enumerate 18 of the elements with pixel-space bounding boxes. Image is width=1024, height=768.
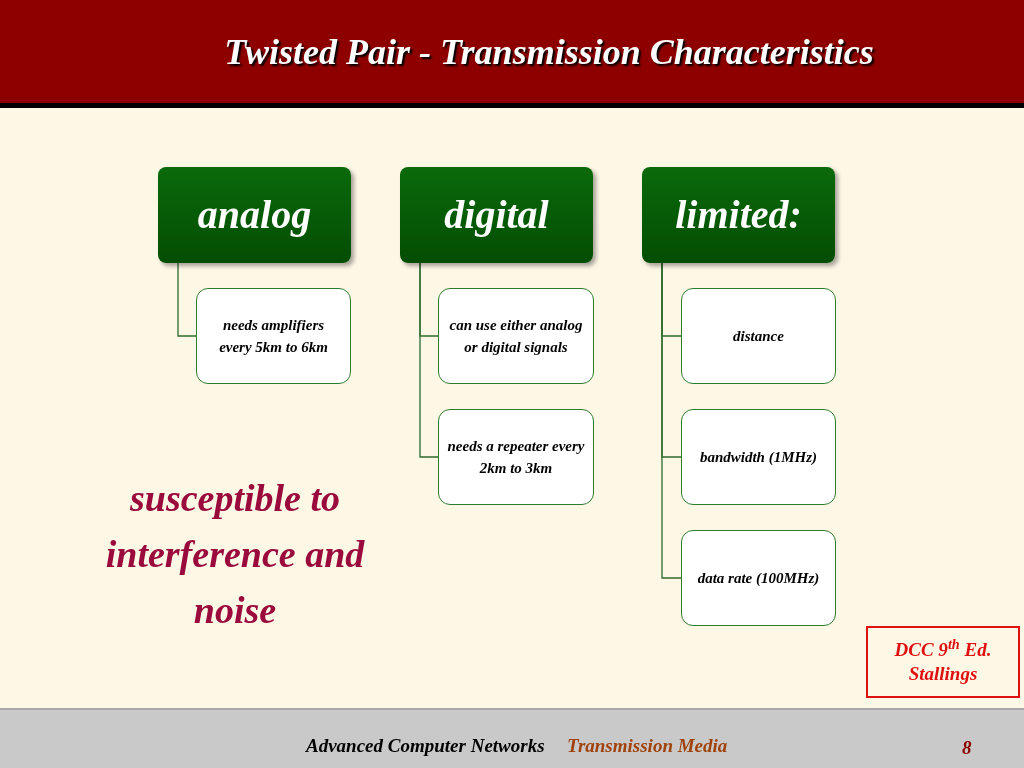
category-box: digital (400, 167, 593, 263)
detail-box: bandwidth (1MHz) (681, 409, 836, 505)
category-box: limited: (642, 167, 835, 263)
footer-topic: Transmission Media (567, 734, 728, 758)
category-box: analog (158, 167, 351, 263)
detail-box: needs a repeater every 2km to 3km (438, 409, 594, 505)
connector-line (419, 262, 439, 458)
detail-box: needs amplifiers every 5km to 6km (196, 288, 351, 384)
detail-box: data rate (100MHz) (681, 530, 836, 626)
footer-course: Advanced Computer Networks (306, 734, 545, 758)
connector-line (177, 262, 197, 337)
reference-box: DCC 9$^{th}$ Ed. Stallings (866, 626, 1020, 698)
connector-line (661, 262, 682, 579)
title: Twisted Pair - Transmission Characteristics (224, 30, 874, 74)
note-text: susceptible to interference and noise (104, 476, 366, 633)
page-number: 8 (962, 736, 972, 760)
detail-box: can use either analog or digital signals (438, 288, 594, 384)
detail-box: distance (681, 288, 836, 384)
